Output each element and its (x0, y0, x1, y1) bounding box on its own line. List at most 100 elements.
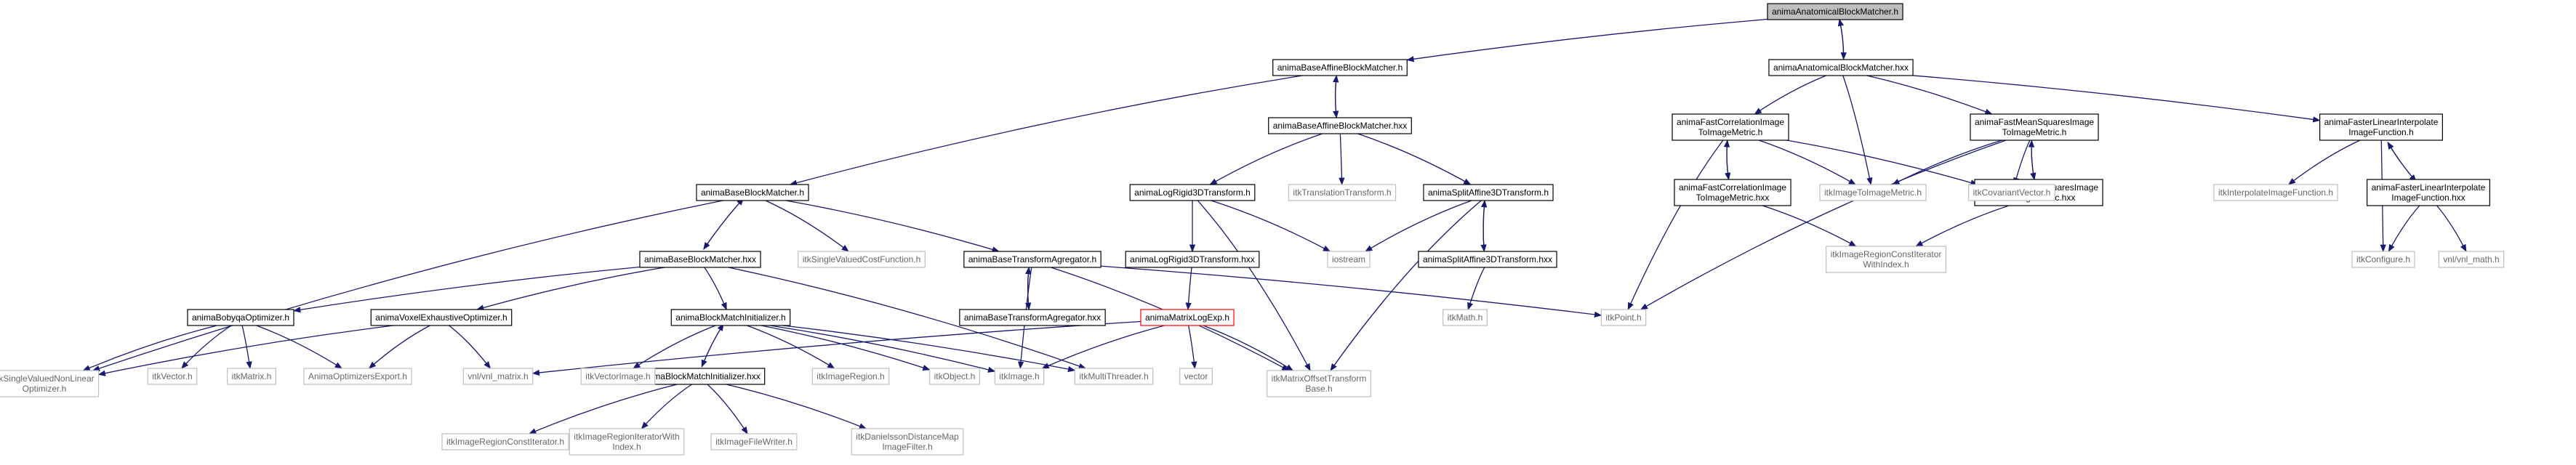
node-label: itkVectorImage.h (585, 371, 650, 381)
node-box (1768, 59, 1914, 76)
node-box (1767, 3, 1903, 20)
edge-flif-hxx-to-flif-h (2387, 141, 2417, 182)
edge-bmi-hxx-to-filewriter (707, 384, 748, 434)
node-box (1672, 113, 1789, 141)
node-label: animaFastCorrelationImage (1677, 117, 1784, 127)
node-label: itkPoint.h (1605, 312, 1641, 323)
node-bobyqa[interactable]: animaBobyqaOptimizer.h (187, 309, 294, 326)
node-label: itkMatrix.h (232, 371, 272, 381)
edge-base-hxx-to-bobyqa (293, 266, 641, 313)
node-label: vector (1184, 371, 1208, 381)
edge-split-hxx-to-itkmath (1467, 267, 1485, 310)
edge-bmi-h-to-itkobject (761, 325, 931, 371)
node-matrixlogexp[interactable]: animaMatrixLogExp.h (1140, 309, 1235, 326)
node-box (1288, 184, 1397, 201)
node-affine-h[interactable]: animaBaseAffineBlockMatcher.h (1272, 59, 1408, 76)
node-btagg-hxx[interactable]: animaBaseTransformAgregator.hxx (959, 309, 1106, 326)
node-label: itkMultiThreader.h (1079, 371, 1148, 381)
edge-btagg-hxx-to-btagg-h (1025, 266, 1032, 310)
edge-btagg-h-to-itkpoint (1101, 265, 1602, 318)
edge-flif-h-to-interpfn (2287, 140, 2361, 185)
node-box (811, 368, 890, 385)
edge-bmi-hxx-to-rci (528, 384, 678, 434)
node-label: itkTranslationTransform.h (1293, 187, 1391, 198)
node-box (1267, 370, 1371, 397)
node-itkvector: itkVector.h (147, 368, 198, 385)
node-box (710, 433, 798, 450)
node-lr3d-h[interactable]: animaLogRigid3DTransform.h (1129, 184, 1256, 201)
edge-fmsi-hxx-to-rciwi (1915, 205, 2010, 247)
node-box (670, 309, 791, 326)
node-base-hxx[interactable]: animaBaseBlockMatcher.hxx (639, 251, 761, 268)
edge-base-hxx-to-base-h (703, 198, 745, 250)
node-bmi-hxx[interactable]: animaBlockMatchInitializer.hxx (636, 368, 766, 385)
node-box (1140, 309, 1235, 326)
node-box (1327, 251, 1371, 268)
node-box (1074, 368, 1154, 385)
edge-lr3d-hxx-to-matrixlogexp (1185, 267, 1192, 311)
node-box (2438, 251, 2505, 268)
node-label: Base.h (1305, 384, 1332, 394)
edge-affine-hxx-to-split-h (1357, 133, 1472, 185)
edge-flif-h-to-flif-hxx (2387, 142, 2417, 182)
node-label: itkImageToImageMetric.h (1824, 187, 1922, 198)
node-bmi-h[interactable]: animaBlockMatchInitializer.h (670, 309, 791, 326)
node-lr3d-hxx[interactable]: animaLogRigid3DTransform.hxx (1125, 251, 1260, 268)
edge-anat-hxx-to-fmsi-h (1866, 75, 1993, 115)
node-label: animaFasterLinearInterpolate (2372, 182, 2486, 193)
edge-fci-h-to-itkpoint (1627, 140, 1724, 310)
node-btagg-h[interactable]: animaBaseTransformAgregator.h (963, 251, 1102, 268)
node-label: itkImage.h (999, 371, 1039, 381)
node-box (1272, 59, 1408, 76)
node-voxel[interactable]: animaVoxelExhaustiveOptimizer.h (370, 309, 513, 326)
node-fci-hxx[interactable]: animaFastCorrelationImageToImageMetric.h… (1674, 179, 1791, 206)
edge-voxel-to-optexport (368, 325, 430, 369)
node-itkpoint: itkPoint.h (1600, 309, 1647, 326)
node-affine-hxx[interactable]: animaBaseAffineBlockMatcher.hxx (1268, 117, 1412, 134)
node-box (2367, 179, 2490, 206)
node-flif-h[interactable]: animaFasterLinearInterpolateImageFunctio… (2319, 113, 2443, 141)
node-box (639, 251, 761, 268)
node-label: animaFastMeanSquaresImage (1975, 117, 2094, 127)
node-box (1968, 184, 2055, 201)
node-label: itkImageFileWriter.h (715, 437, 793, 447)
node-root[interactable]: animaAnatomicalBlockMatcher.h (1767, 3, 1903, 20)
edge-anat-hxx-to-root (1837, 18, 1845, 60)
edge-affine-hxx-to-itk-translation (1339, 133, 1345, 186)
node-box (0, 370, 100, 397)
node-box (1600, 309, 1647, 326)
edge-bmi-h-to-itkimage (769, 325, 996, 373)
node-box (994, 368, 1045, 385)
edge-flif-hxx-to-itkconfigure (2388, 205, 2420, 252)
node-itkmath: itkMath.h (1443, 309, 1488, 326)
node-split-hxx[interactable]: animaSplitAffine3DTransform.hxx (1418, 251, 1557, 268)
node-box (1418, 251, 1557, 268)
node-anat-hxx[interactable]: animaAnatomicalBlockMatcher.hxx (1768, 59, 1914, 76)
node-box (370, 309, 513, 326)
node-label: itkDanielssonDistanceMap (856, 432, 959, 442)
edge-base-h-to-btagg-h (785, 200, 1000, 253)
edge-bobyqa-to-optexport (256, 325, 343, 369)
edge-anat-hxx-to-itm (1842, 75, 1873, 186)
node-base-h[interactable]: animaBaseBlockMatcher.h (696, 184, 809, 201)
node-box (462, 368, 534, 385)
edges-layer (82, 18, 2467, 434)
node-split-h[interactable]: animaSplitAffine3DTransform.h (1423, 184, 1554, 201)
node-flif-hxx[interactable]: animaFasterLinearInterpolateImageFunctio… (2367, 179, 2490, 206)
node-interpfn: itkInterpolateImageFunction.h (2213, 184, 2338, 201)
edge-affine-hxx-to-affine-h (1333, 74, 1339, 118)
node-box (1179, 368, 1213, 385)
edge-bobyqa-to-itkvector (181, 325, 232, 369)
node-label: itkImageRegion.h (816, 371, 884, 381)
node-vector: vector (1179, 368, 1213, 385)
edge-fci-h-to-covvec (1786, 140, 1978, 186)
node-label: animaBlockMatchInitializer.h (675, 312, 785, 323)
node-box (963, 251, 1102, 268)
